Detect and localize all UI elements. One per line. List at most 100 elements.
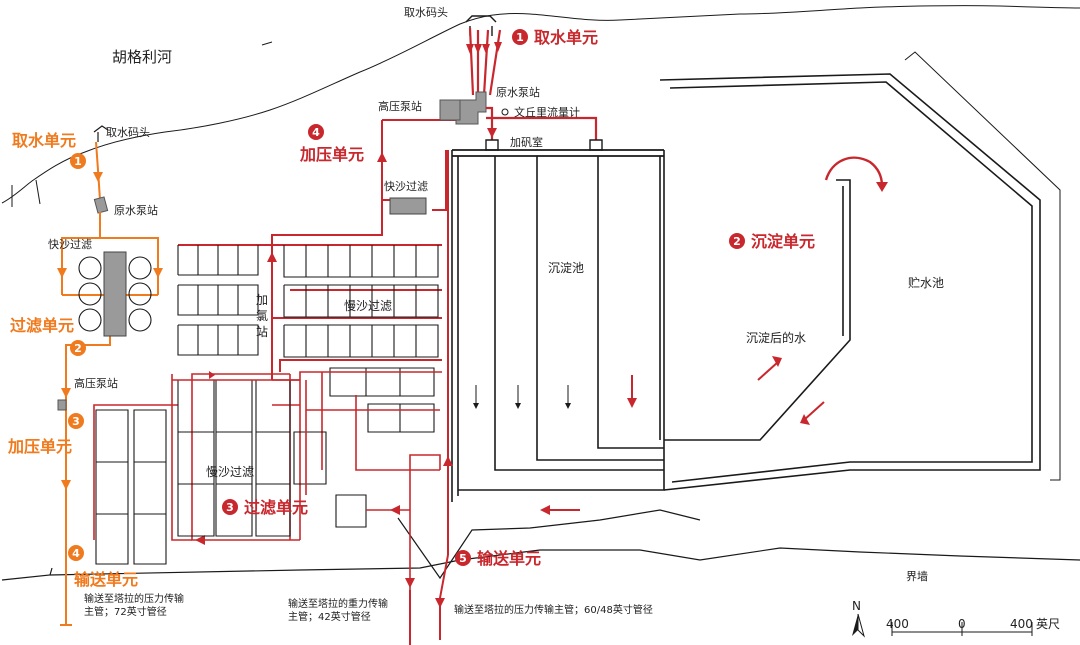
rapid-filter-top	[389, 197, 427, 215]
slow-filter-red-header	[191, 371, 442, 541]
scale-mid-label: 0	[958, 617, 966, 631]
left-orange-header	[61, 212, 159, 625]
reservoir-baffle	[664, 179, 851, 441]
slow-filter-upper-label: 慢沙过滤	[344, 299, 392, 313]
raw-pump-top-label: 原水泵站	[496, 85, 540, 99]
chlorination-label-1: 加	[256, 293, 268, 307]
orange-badge-4	[68, 545, 84, 561]
boundary-wall-line-2	[397, 509, 701, 580]
hp-pump-top-box	[439, 99, 461, 121]
slow-filter-red-lower	[172, 379, 440, 495]
alum-room-label: 加矾室	[510, 135, 543, 149]
north-arrow-icon	[852, 614, 858, 636]
alum-room-channel	[452, 149, 664, 157]
settled-arrow-down	[803, 401, 825, 421]
red-badge-5	[455, 550, 471, 566]
rotate-arrowhead	[876, 182, 888, 192]
north-arrow-icon-outline	[857, 613, 865, 638]
rotate-arrow	[824, 156, 884, 187]
sedimentation-tank-label: 沉淀池	[548, 261, 584, 275]
slow-filter-grid-lower	[95, 379, 327, 565]
slow-filter-lower-label: 慢沙过滤	[206, 465, 254, 479]
storage-tank-label: 贮水池	[908, 275, 944, 290]
orange-badge-2	[70, 340, 86, 356]
red-unit-4-label: 加压单元	[299, 145, 364, 164]
red-badge-3	[222, 499, 238, 515]
orange-badge-1-num: 1	[74, 155, 82, 168]
left-intake-arrowhead	[93, 172, 103, 182]
pressure-main-left-label-2: 主管；72英寸管径	[84, 605, 167, 618]
scale-left-label: 400	[886, 617, 909, 631]
sed-flow-arrowhead-left	[540, 505, 550, 515]
scale-unit-label: 英尺	[1036, 617, 1060, 631]
red-unit-1-label: 取水单元	[534, 28, 598, 47]
river-label: 胡格利河	[112, 48, 172, 66]
orange-badge-1	[70, 153, 86, 169]
boundary-wall-line	[1, 547, 1080, 581]
chlorination-label-2: 氯	[256, 309, 268, 323]
settled-arrowhead-down	[800, 414, 810, 425]
settled-water-label: 沉淀后的水	[746, 330, 806, 345]
scale-bar	[891, 622, 1033, 636]
left-slow-red-pipes	[93, 374, 441, 590]
boundary-wall-label: 界墙	[906, 569, 928, 583]
orange-unit-4-label: 输送单元	[74, 570, 138, 589]
left-intake-pier	[93, 125, 109, 142]
hp-pump-top-label: 高压泵站	[378, 99, 422, 113]
venturi-label: 文丘里流量计	[514, 105, 580, 119]
rapid-filter-left-circles	[78, 256, 152, 332]
north-label: N	[852, 599, 861, 613]
sedimentation-tank-outline	[451, 150, 665, 502]
hp-pump-left-label: 高压泵站	[74, 376, 118, 390]
red-badge-2-num: 2	[733, 235, 741, 248]
alum-room-dosers	[485, 139, 603, 151]
red-badge-1-num: 1	[516, 31, 524, 44]
settled-arrowhead-up	[772, 356, 782, 367]
settled-arrow-up	[757, 361, 779, 381]
intake-pier-left-label: 取水码头	[106, 126, 150, 139]
red-badge-3-num: 3	[226, 501, 234, 514]
pressure-main-left-label-1: 输送至塔拉的压力传输	[84, 592, 184, 605]
red-badge-5-num: 5	[459, 552, 467, 565]
pressure-main-arrowheads	[435, 598, 445, 608]
left-hp-pump-mark	[57, 399, 67, 411]
orange-unit-1-label: 取水单元	[12, 131, 76, 150]
left-intake-orange-pipe	[95, 141, 101, 201]
storage-reservoir-outline	[659, 73, 1041, 491]
slow-filter-grid-upper	[177, 245, 439, 528]
rapid-filter-left-core	[103, 251, 127, 337]
orange-unit-3-label: 加压单元	[7, 437, 72, 456]
red-unit-3-label: 过滤单元	[244, 498, 308, 517]
intake-pier-top-label: 取水码头	[404, 6, 448, 19]
hp-main-red-pipe	[178, 119, 456, 555]
venturi-meter-symbol	[501, 108, 509, 116]
raw-pump-left-label: 原水泵站	[114, 203, 158, 217]
red-unit-5-label: 输送单元	[477, 549, 541, 568]
chlorination-label-3: 站	[256, 325, 268, 339]
rapid-filter-left-label: 快沙过滤	[48, 238, 92, 251]
scale-right-label: 400	[1010, 617, 1033, 631]
rapid-filter-mid-label: 快沙过滤	[384, 180, 428, 193]
red-badge-1	[512, 29, 528, 45]
sed-flow-arrowhead-down	[627, 398, 637, 408]
gravity-main-label-1: 输送至塔拉的重力传输	[288, 597, 388, 610]
red-badge-2	[729, 233, 745, 249]
red-unit-2-label: 沉淀单元	[751, 232, 815, 251]
orange-unit-2-label: 过滤单元	[10, 316, 74, 335]
orange-badge-2-num: 2	[74, 342, 82, 355]
red-badge-4	[308, 124, 324, 140]
intake-pipes-red	[468, 27, 502, 96]
raw-pump-station-left	[93, 196, 109, 214]
pressure-main-right-label: 输送至塔拉的压力传输主管；60/48英寸管径	[454, 603, 653, 616]
gravity-main-label-2: 主管；42英寸管径	[288, 610, 371, 623]
raw-pump-station-top	[455, 91, 487, 125]
alum-down-arrow	[487, 128, 497, 138]
river-ripple	[11, 41, 273, 207]
reservoir-corner-marks	[904, 51, 1061, 481]
orange-badge-3-num: 3	[72, 415, 80, 428]
orange-badge-4-num: 4	[72, 547, 80, 560]
sed-dashed-arrows	[475, 385, 569, 405]
sed-dashed-arrowheads	[473, 403, 571, 409]
